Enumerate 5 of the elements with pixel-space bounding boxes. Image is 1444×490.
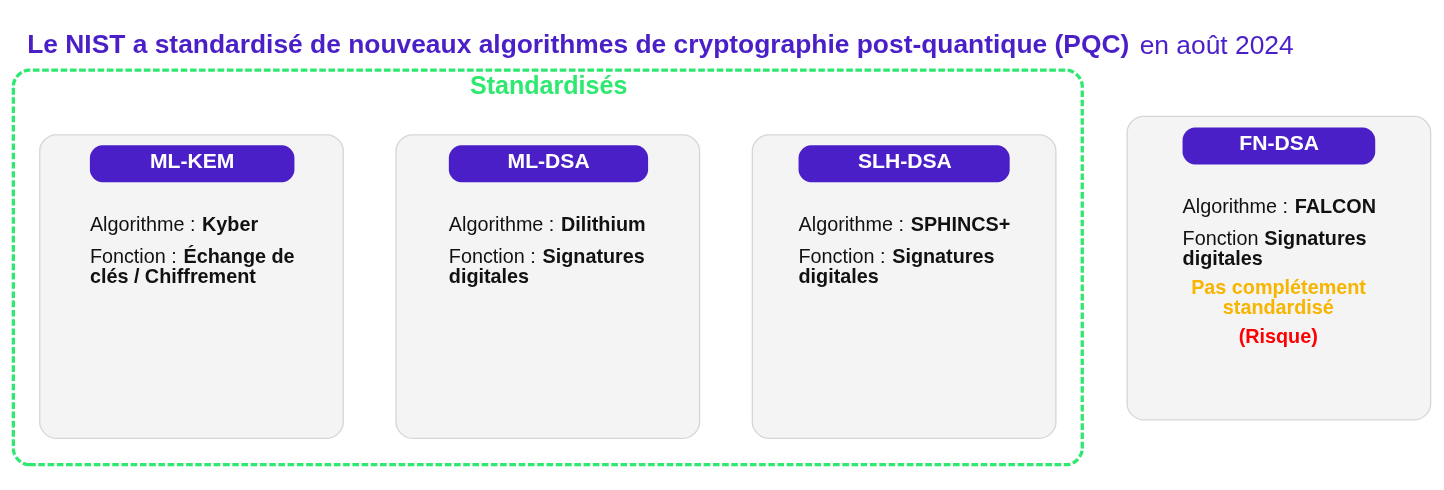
node-box: FN-DSA Algorithme : FALCON Fonction Signatures digitales Pas complétement standardisé (Risque) <box>1126 115 1432 421</box>
node-box: ML-KEM Algorithme : Kyber Fonction : Échange de clés / Chiffrement <box>39 134 344 439</box>
diagram-title: Le NIST a standardisé de nouveaux algorithmes de cryptographie post-quantique (PQC) en août 2024 <box>27 28 1294 61</box>
node-box: ML-DSA Algorithme : Dilithium Fonction : Signatures digitales <box>395 134 701 439</box>
node-box: SLH-DSA Algorithme : SPHINCS+ Fonction : Signatures digitales <box>751 134 1057 439</box>
